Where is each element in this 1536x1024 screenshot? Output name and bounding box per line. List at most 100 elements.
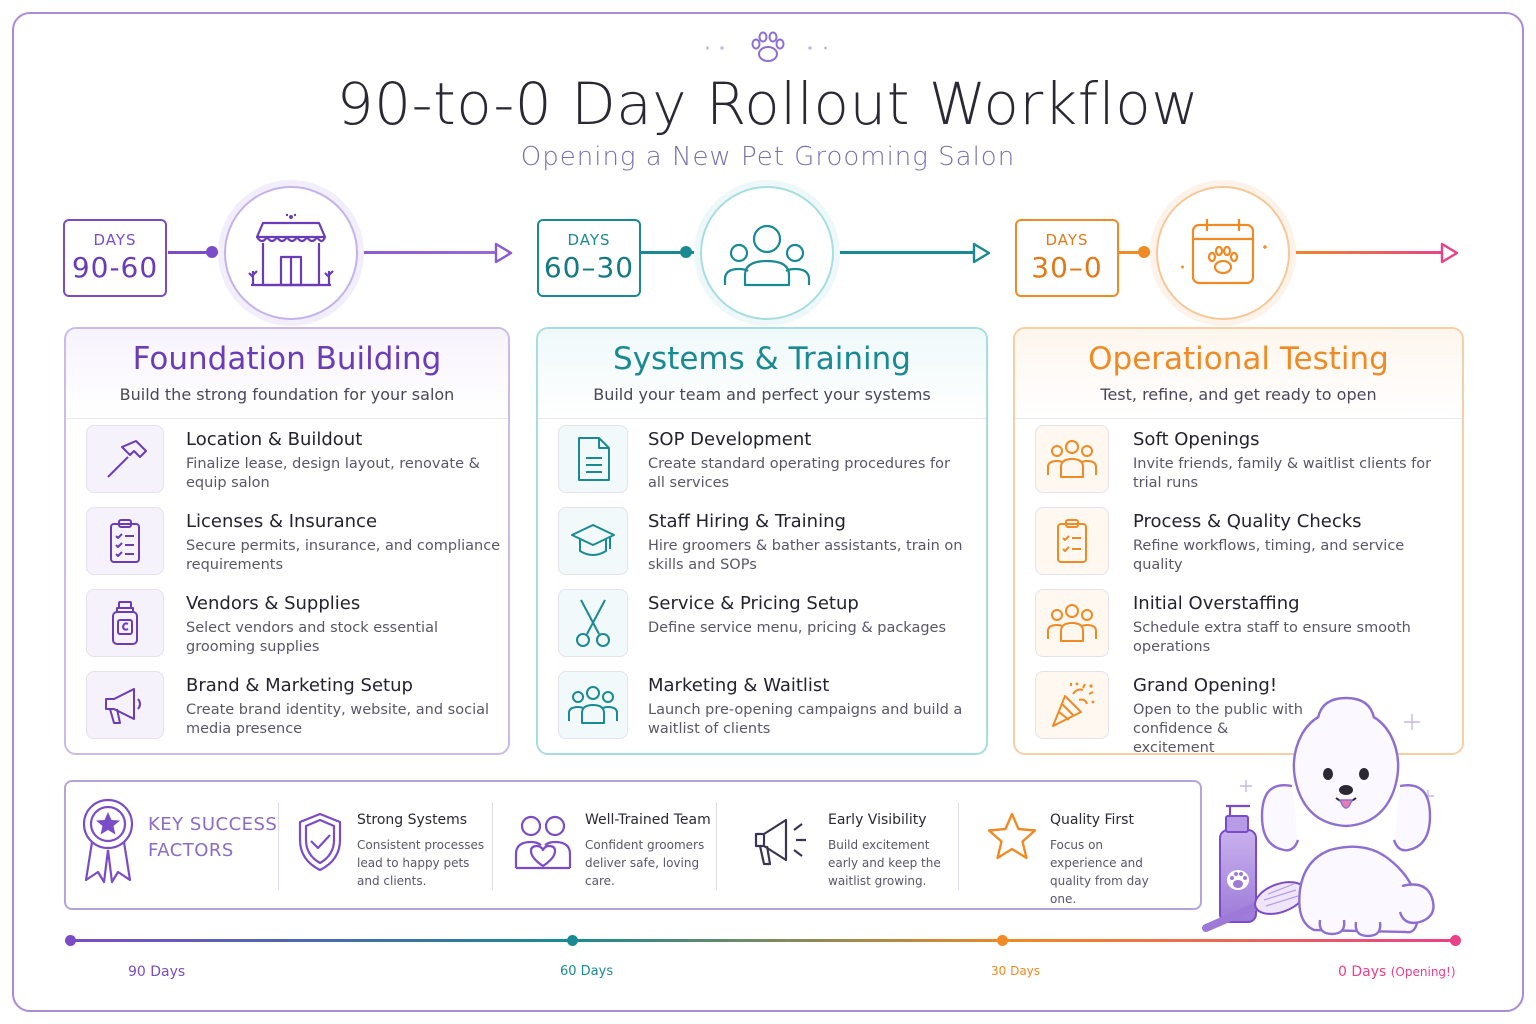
top-decoration [0,28,1536,68]
phase-1-card-head: Foundation Building Build the strong fou… [66,329,508,419]
task-desc: Define service menu, pricing & packages [648,620,947,636]
phase-2-desc: Build your team and perfect your systems [593,385,931,404]
ksf-desc: Confident groomers deliver safe, loving … [585,838,705,888]
phase-3-dot [1138,246,1150,258]
task-title: Vendors & Supplies [186,593,361,614]
scissors-icon [558,589,628,657]
document-icon [558,425,628,493]
phase-3-desc: Test, refine, and get ready to open [1100,385,1377,404]
megaphone-icon [754,818,806,866]
task-desc: Invite friends, family & waitlist client… [1133,456,1432,491]
ksf-label-line1: KEY SUCCESS [148,814,278,835]
group-icon [1035,589,1109,657]
task-desc: Create brand identity, website, and soci… [186,702,490,737]
poodle-mascot-icon [1202,696,1435,938]
task-desc: Select vendors and stock essential groom… [186,620,438,655]
phase-3-arrow-icon [1440,242,1459,264]
clipboard-check-icon [1035,507,1109,575]
ksf-desc: Focus on experience and quality from day… [1050,838,1149,906]
task-marketing-waitlist: Marketing & Waitlist Launch pre-opening … [558,671,978,741]
timeline-label-0: 0 Days (Opening!) [1338,964,1456,980]
shampoo-bottle-icon [1219,804,1257,923]
bottom-timeline [70,939,1458,942]
phase-2-days-range: 60–30 [543,251,635,284]
task-desc: Open to the public with confidence & exc… [1133,702,1303,755]
task-location-buildout: Location & Buildout Finalize lease, desi… [86,425,506,495]
phase-1-days-range: 90-60 [71,251,159,284]
ksf-strong-systems: Strong Systems Consistent processes lead… [294,802,489,892]
hammer-icon [86,425,164,493]
timeline-label-60: 60 Days [560,964,614,979]
ksf-well-trained-team: Well-Trained Team Confident groomers del… [512,802,712,892]
megaphone-icon [86,671,164,739]
phase-3-line [1288,251,1446,254]
phase-2-card-head: Systems & Training Build your team and p… [538,329,986,419]
phase-2-arrow-icon [972,242,991,264]
phase-2-card: Systems & Training Build your team and p… [536,327,988,755]
phase-1-arrow-icon [494,242,513,264]
shield-check-icon [298,812,342,872]
calendar-paw-icon [1181,219,1267,285]
phase-1-connector [168,251,228,254]
key-success-factors: KEY SUCCESS FACTORS Strong Systems Consi… [64,780,1202,910]
phase-2-dot [680,246,692,258]
group-icon [1035,425,1109,493]
ksf-title: Strong Systems [357,812,468,828]
task-vendors-supplies: Vendors & Supplies Select vendors and st… [86,589,506,659]
phase-3-days-box: DAYS 30–0 [1015,219,1119,297]
phase-2-title: Systems & Training [613,341,911,377]
timeline-label-0-days: 0 Days [1338,964,1387,980]
phase-1-desc: Build the strong foundation for your sal… [119,385,455,404]
ksf-label-line2: FACTORS [148,840,234,861]
task-title: Licenses & Insurance [186,511,378,532]
ksf-desc: Consistent processes lead to happy pets … [357,838,485,888]
task-staff-hiring: Staff Hiring & Training Hire groomers & … [558,507,978,577]
timeline-label-0-opening: (Opening!) [1390,965,1456,979]
award-ribbon-icon [82,798,134,884]
ksf-early-visibility: Early Visibility Build excitement early … [750,802,950,892]
timeline-label-90: 90 Days [128,964,186,980]
ksf-divider [716,802,717,890]
people-icon [558,671,628,739]
team-icon [723,224,811,287]
task-desc: Secure permits, insurance, and complianc… [186,538,501,573]
task-desc: Refine workflows, timing, and service qu… [1133,538,1405,573]
phase-3-title: Operational Testing [1088,341,1389,377]
phase-1-line [356,251,500,254]
phase-1-card: Foundation Building Build the strong fou… [64,327,510,755]
phase-3-days-label: DAYS [1045,231,1089,249]
task-licenses-insurance: Licenses & Insurance Secure permits, ins… [86,507,506,577]
task-soft-openings: Soft Openings Invite friends, family & w… [1035,425,1455,495]
task-title: Initial Overstaffing [1133,593,1300,614]
task-sop-development: SOP Development Create standard operatin… [558,425,978,495]
phase-3-card-head: Operational Testing Test, refine, and ge… [1015,329,1462,419]
paw-icon [706,31,827,62]
phase-1-dot [206,246,218,258]
ksf-divider [278,802,279,890]
phase-1-title: Foundation Building [132,341,442,377]
ksf-title: Early Visibility [828,812,927,828]
task-title: Marketing & Waitlist [648,675,830,696]
phase-1-days-box: DAYS 90-60 [63,219,167,297]
task-service-pricing: Service & Pricing Setup Define service m… [558,589,978,659]
party-popper-icon [1035,671,1109,739]
task-title: Brand & Marketing Setup [186,675,413,696]
ksf-label: KEY SUCCESS FACTORS [148,812,277,864]
graduation-cap-icon [558,507,628,575]
timeline-dot-90 [65,935,76,946]
task-process-quality: Process & Quality Checks Refine workflow… [1035,507,1455,577]
ksf-title: Well-Trained Team [585,812,711,828]
page-subtitle: Opening a New Pet Grooming Salon [520,142,1016,172]
task-grand-opening: Grand Opening! Open to the public with c… [1035,671,1455,753]
task-title: SOP Development [648,429,812,450]
phase-2-circle [700,186,834,320]
task-brand-marketing: Brand & Marketing Setup Create brand ide… [86,671,506,741]
phase-2-connector [641,251,705,254]
phase-2-line [833,251,979,254]
phase-3-days-range: 30–0 [1031,251,1103,284]
timeline-dot-60 [567,935,578,946]
star-icon [987,812,1037,860]
phase-3-card: Operational Testing Test, refine, and ge… [1013,327,1464,755]
phase-2-days-box: DAYS 60–30 [537,219,641,297]
task-desc: Create standard operating procedures for… [648,456,950,491]
